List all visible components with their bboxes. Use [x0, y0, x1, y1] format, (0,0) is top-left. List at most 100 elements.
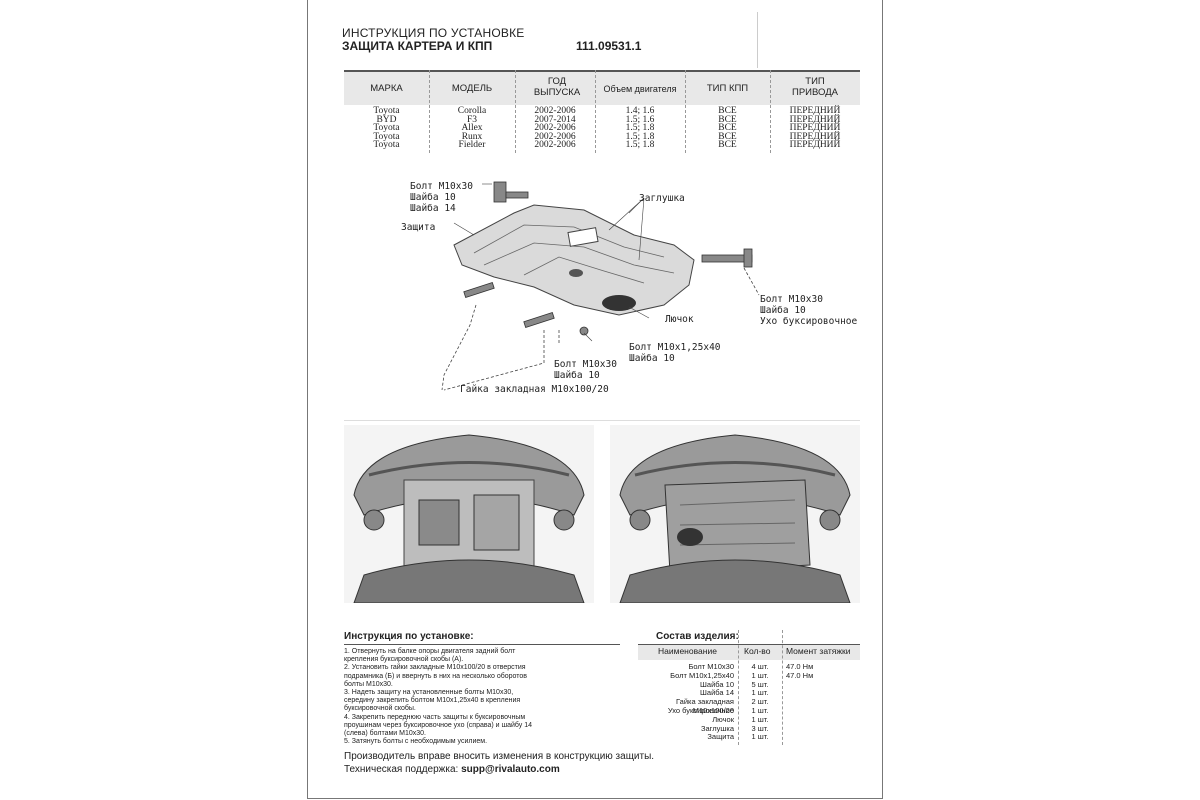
plug-opening: [567, 227, 599, 247]
instruction-line: 4. Закрепить переднюю часть защиты к бук…: [344, 713, 526, 721]
label-washer-right: Шайба 10: [760, 305, 806, 316]
vehicle-table-header: [344, 70, 860, 105]
instruction-line: крепления буксировочной скобы (А).: [344, 656, 464, 664]
instructions-box: 1. Отвернуть на балке опоры двигателя за…: [344, 644, 620, 745]
vehicle-cell: 1.4; 1.6: [625, 106, 655, 116]
doc-subtitle: ЗАЩИТА КАРТЕРА И КПП: [342, 39, 493, 53]
item-quantity: 4 шт.: [751, 662, 769, 671]
instruction-line: 3. Надеть защиту на установленные болты …: [344, 689, 514, 697]
vehicle-cell: ВСЕ: [718, 140, 737, 150]
header-gearbox: ТИП КПП: [706, 83, 749, 94]
photo-after-install: [610, 425, 860, 603]
vehicle-cell: 1.5; 1.8: [625, 140, 655, 150]
item-name: Болт М10х1,25х40: [670, 670, 734, 680]
header-model: МОДЕЛЬ: [451, 83, 493, 94]
header-year: ГОД ВЫПУСКА: [533, 76, 581, 98]
item-quantity: 1 шт.: [751, 706, 769, 715]
instruction-line: 5. Затянуть болты с необходимым усилием.: [344, 738, 488, 746]
vehicle-cell: Fielder: [458, 140, 486, 150]
front-left-bracket: [493, 181, 507, 203]
vehicle-cell: ПЕРЕДНИЙ: [789, 131, 841, 142]
vehicle-cell: Toyota: [373, 131, 400, 142]
label-bolt-top-left: Болт М10х30: [410, 181, 473, 192]
vehicle-cell: ВСЕ: [718, 123, 737, 133]
column-divider: [429, 70, 430, 153]
vehicle-cell: Corolla: [457, 106, 487, 116]
guard-plate: [453, 204, 695, 316]
hatch-cover: [602, 295, 636, 311]
label-washer-bottom: Шайба 10: [554, 370, 600, 381]
vehicle-cell: ВСЕ: [718, 114, 737, 125]
vehicle-cell: Runx: [461, 131, 483, 142]
column-divider: [738, 630, 739, 745]
support-email[interactable]: supp@rivalauto.com: [461, 764, 560, 775]
label-nut: Гайка закладная М10х100/20: [460, 384, 609, 395]
item-name: Ухо буксировочное: [667, 706, 734, 715]
vehicle-cell: Toyota: [373, 123, 400, 133]
vehicle-cell: 2002-2006: [534, 106, 576, 116]
vehicle-cell: ВСЕ: [718, 131, 737, 142]
item-name: Шайба 10: [700, 679, 734, 689]
label-bolt-right: Болт М10х30: [760, 294, 823, 305]
item-quantity: 1 шт.: [751, 688, 769, 698]
column-divider: [782, 630, 783, 745]
vehicle-cell: Allex: [461, 123, 483, 133]
vehicle-cell: ВСЕ: [718, 106, 737, 116]
instruction-line: буксировочной скобы.: [344, 705, 416, 713]
instruction-sheet: ИНСТРУКЦИЯ ПО УСТАНОВКЕ ЗАЩИТА КАРТЕРА И…: [307, 0, 883, 799]
instructions-text: 1. Отвернуть на балке опоры двигателя за…: [344, 645, 620, 746]
header-engine: Объем двигателя: [603, 84, 677, 94]
label-guard: Защита: [401, 222, 436, 233]
instructions-title: Инструкция по установке:: [344, 631, 474, 642]
center-bolt: [579, 326, 589, 336]
vehicle-cell: 2007-2014: [534, 114, 576, 125]
support-line: Техническая поддержка: supp@rivalauto.co…: [344, 764, 560, 775]
instruction-line: середину закрепить болтом М10х1,25х40 в …: [344, 697, 521, 705]
label-plug: Заглушка: [639, 193, 685, 204]
guard-exploded-diagram: [441, 181, 760, 391]
part-code: 111.09531.1: [576, 39, 642, 53]
column-divider: [685, 70, 686, 153]
item-quantity: 2 шт.: [751, 697, 769, 707]
item-quantity: 1 шт.: [751, 714, 769, 724]
vehicle-cell: F3: [466, 114, 478, 125]
vehicle-cell: ПЕРЕДНИЙ: [789, 114, 841, 125]
label-tow-eye: Ухо буксировочное: [760, 316, 858, 327]
support-label: Техническая поддержка:: [344, 764, 459, 775]
label-bolt-m10x125: Болт М10х1,25х40: [629, 342, 721, 353]
vehicle-cell: Toyota: [373, 140, 400, 150]
column-divider: [770, 70, 771, 153]
header-item-name: Наименование: [658, 646, 717, 656]
item-torque: 47.0 Нм: [786, 670, 814, 680]
item-name: Защита: [707, 732, 734, 742]
vehicle-cell: 2002-2006: [534, 131, 576, 142]
column-divider: [515, 70, 516, 153]
instruction-line: (слева) болтами М10х30.: [344, 730, 426, 738]
column-divider: [595, 70, 596, 153]
label-washer10-top-left: Шайба 10: [410, 192, 456, 203]
item-quantity: 3 шт.: [751, 723, 769, 733]
header-drive: ТИП ПРИВОДА: [792, 76, 838, 98]
item-name: Шайба 14: [700, 688, 734, 698]
vehicle-cell: 2002-2006: [534, 140, 576, 150]
vehicle-cell: ПЕРЕДНИЙ: [789, 106, 841, 116]
rear-left-bracket: [463, 282, 495, 298]
instruction-line: болты М10х30.: [344, 680, 393, 688]
vehicle-cell: 1.5; 1.8: [625, 123, 655, 133]
instruction-line: 1. Отвернуть на балке опоры двигателя за…: [344, 648, 516, 655]
composition-title: Состав изделия:: [656, 631, 739, 642]
vehicle-cell: Toyota: [373, 106, 400, 116]
item-torque: 47.0 Нм: [786, 662, 814, 671]
vehicle-cell: 1.5; 1.6: [625, 114, 655, 125]
vehicle-cell: 2002-2006: [534, 123, 576, 133]
item-quantity: 1 шт.: [751, 732, 769, 742]
instruction-line: 2. Установить гайки закладные М10х100/20…: [344, 664, 526, 672]
label-bolt-bottom: Болт М10х30: [554, 359, 617, 370]
doc-title: ИНСТРУКЦИЯ ПО УСТАНОВКЕ: [342, 26, 525, 40]
header-quantity: Кол-во: [744, 646, 771, 656]
vehicle-cell: 1.5; 1.8: [625, 131, 655, 142]
vehicle-cell: ПЕРЕДНИЙ: [789, 123, 841, 133]
label-hatch: Лючок: [665, 314, 694, 325]
header-divider: [757, 12, 758, 68]
header-torque: Момент затяжки: [786, 646, 851, 656]
